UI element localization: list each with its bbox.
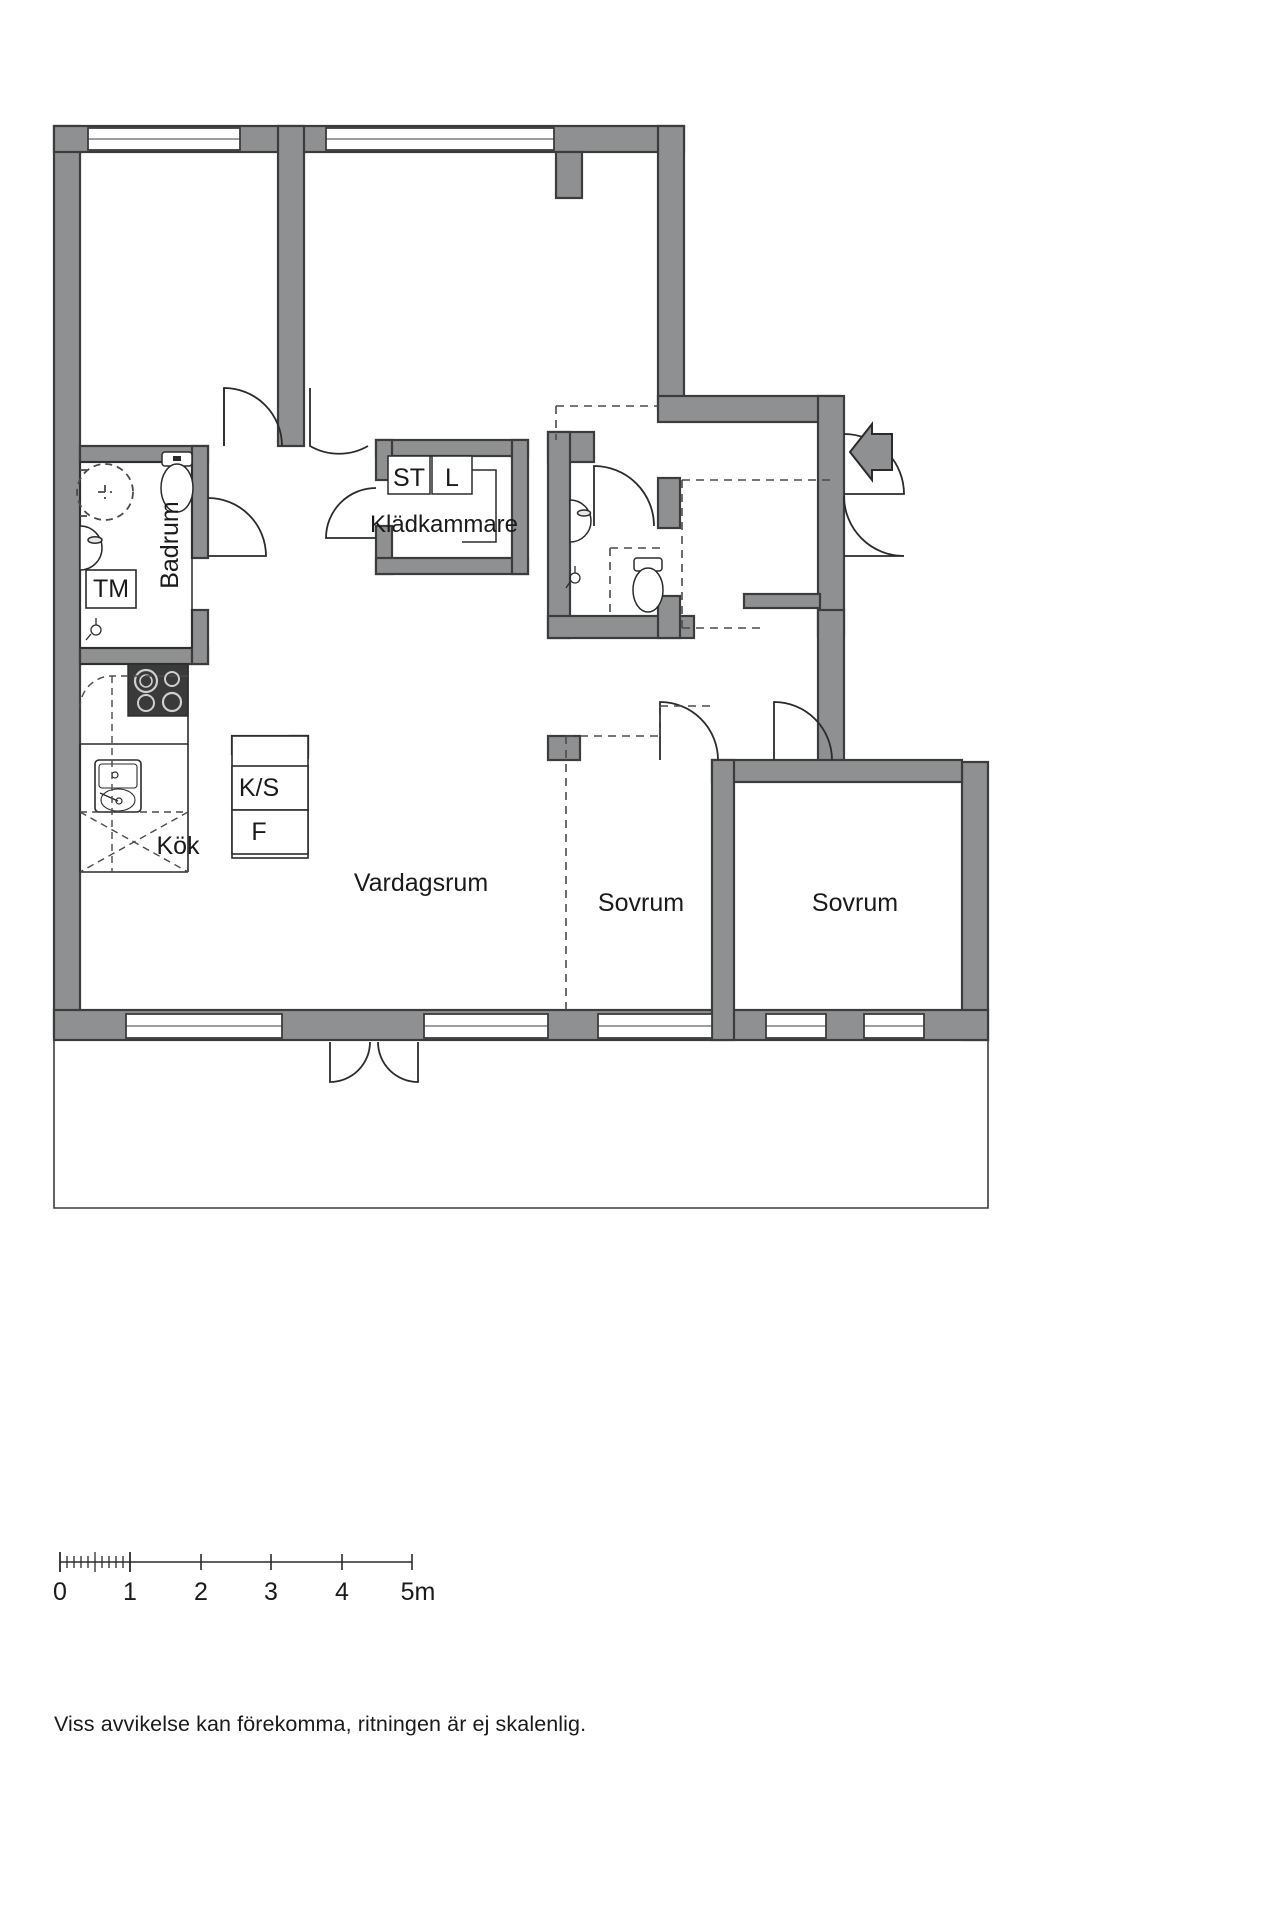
bathroom-fixtures-group (76, 451, 194, 649)
fixture-label-l: L (445, 464, 459, 492)
scale-tick-4: 4 (335, 1578, 349, 1606)
scale-tick-3: 3 (264, 1578, 278, 1606)
fixture-label-tm: TM (93, 575, 129, 603)
dashed-guides-group (555, 405, 832, 1012)
room-label-badrum: Badrum (156, 501, 184, 589)
entrance-arrow-icon (848, 421, 893, 483)
wc-toilet-icon (632, 557, 664, 613)
wc-washbasin-icon (569, 499, 592, 543)
room-label-group: Badrum Kök Klädkammare Vardagsrum Sovrum… (156, 501, 898, 917)
floor-drain-icon (85, 618, 102, 641)
room-label-sovrum-2: Sovrum (812, 889, 898, 917)
washing-machine-box (85, 569, 137, 609)
toilet-icon (160, 451, 194, 513)
kitchen-fittings-group (79, 663, 309, 873)
scale-tick-1: 1 (123, 1578, 137, 1606)
fixture-label-ks: K/S (239, 774, 279, 802)
shower-icon (76, 463, 134, 521)
wc-floor-drain-icon (565, 566, 581, 589)
room-label-vardagsrum: Vardagsrum (354, 869, 488, 897)
washbasin-icon (79, 525, 103, 571)
fridge-freezer-cabinet (231, 735, 309, 859)
scale-tick-2: 2 (194, 1578, 208, 1606)
fixture-label-st: ST (393, 464, 425, 492)
closet-shelves (387, 455, 497, 543)
window-group (87, 127, 925, 1039)
wc-fixtures-group (565, 499, 664, 613)
room-label-sovrum-1: Sovrum (598, 889, 684, 917)
scale-tick-5: 5m (401, 1578, 436, 1606)
kitchen-sink-icon (94, 759, 142, 813)
door-group (207, 387, 905, 1083)
fixture-label-group: ST L TM K/S F (93, 464, 459, 846)
scale-tick-0: 0 (53, 1578, 67, 1606)
scale-bar: 0 1 2 3 4 5m (53, 1552, 435, 1606)
fixture-label-f: F (251, 818, 266, 846)
disclaimer-text: Viss avvikelse kan förekomma, ritningen … (54, 1712, 587, 1736)
balcony-outline (53, 1040, 989, 1209)
room-label-kladkammare: Klädkammare (370, 511, 518, 538)
room-label-kok: Kök (156, 832, 200, 860)
